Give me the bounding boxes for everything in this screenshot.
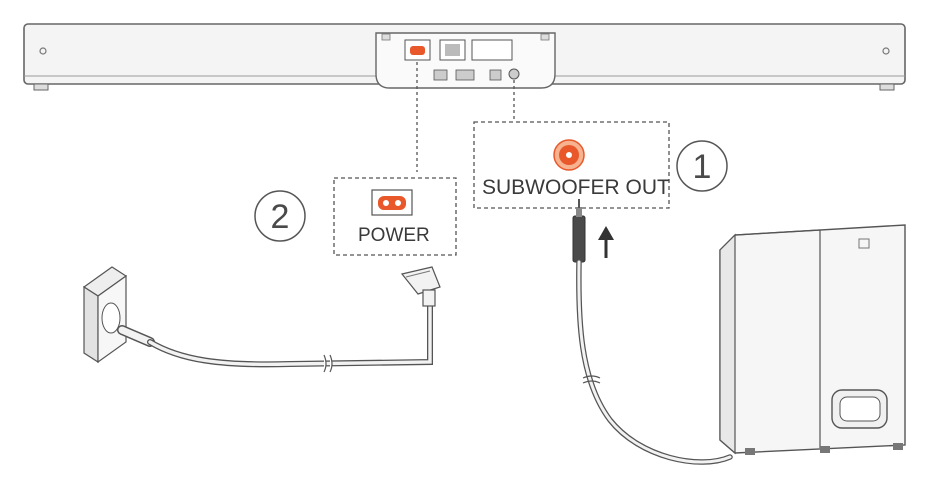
soundbar-foot [33,83,49,91]
soundbar [23,23,906,91]
power-callout [333,177,457,256]
subwoofer-foot [893,443,903,450]
screw-icon [882,47,890,55]
step-2-circle [254,190,306,242]
step-2-number: 2 [270,198,290,236]
screw-icon [39,47,47,55]
rca-jack-icon [553,139,585,171]
soundbar-foot [879,83,895,91]
subwoofer-foot [745,448,755,455]
arrow-up-icon [598,226,614,258]
step-1-number: 1 [692,148,712,186]
rear-port-panel [375,32,556,89]
step-1-circle [676,140,728,192]
subwoofer [719,224,906,455]
power-cable [117,266,441,373]
subwoofer-out-label: SUBWOOFER OUT [482,176,670,199]
figure-8-power-socket-icon [371,189,413,216]
subwoofer-out-callout [473,121,670,209]
brand-logo-icon [858,238,870,249]
subwoofer-foot [820,446,830,453]
power-port-icon [410,46,425,55]
subwoofer-cable [572,199,733,465]
power-label: POWER [358,225,430,246]
wall-outlet [82,266,128,364]
